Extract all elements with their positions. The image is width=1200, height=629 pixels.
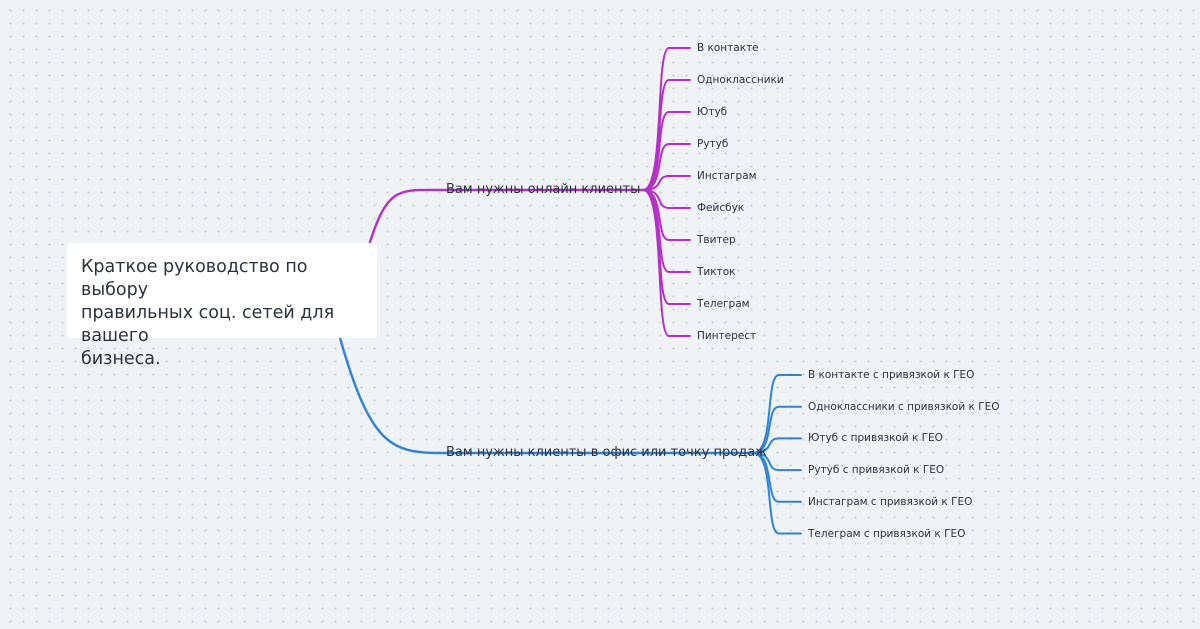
leaf-connector [752, 452, 802, 535]
leaf-topic[interactable]: Фейсбук [697, 202, 745, 214]
root-topic-line-3: бизнеса. [81, 349, 161, 369]
leaf-topic[interactable]: Твитер [697, 234, 736, 246]
leaf-connector [642, 111, 691, 191]
branch-online-clients[interactable]: Вам нужны онлайн клиенты [446, 182, 641, 197]
root-topic-line-2: правильных соц. сетей для вашего [81, 303, 335, 346]
leaf-connector [752, 437, 802, 454]
leaf-topic[interactable]: Одноклассники с привязкой к ГЕО [808, 400, 1000, 413]
leaf-topic[interactable]: Телеграм [697, 298, 750, 310]
leaf-connector [642, 189, 691, 337]
leaf-topic[interactable]: В контакте [697, 42, 759, 54]
connector-root-online [368, 188, 628, 244]
connector-root-offline [338, 336, 738, 455]
leaf-topic[interactable]: Одноклассники [697, 74, 784, 86]
leaf-topic[interactable]: В контакте с привязкой к ГЕО [808, 369, 975, 381]
leaf-topic[interactable]: Рутуб с привязкой к ГЕО [808, 464, 945, 477]
leaf-connector [642, 189, 691, 273]
leaf-connector [752, 374, 802, 454]
root-topic[interactable]: Краткое руководство по выбору правильных… [67, 243, 377, 369]
leaf-connector [642, 47, 691, 191]
root-topic-line-1: Краткое руководство по выбору [81, 257, 308, 300]
leaf-connector [642, 143, 691, 191]
leaf-topic[interactable]: Инстаграм с привязкой к ГЕО [808, 495, 973, 508]
leaf-topic[interactable]: Ютуб [697, 106, 728, 118]
leaf-connector [752, 405, 802, 454]
leaf-topic[interactable]: Рутуб [697, 138, 729, 150]
leaf-connector [642, 175, 691, 191]
branch-offline-clients[interactable]: Вам нужны клиенты в офис или точку прода… [446, 445, 767, 460]
leaf-topic[interactable]: Телеграм с привязкой к ГЕО [808, 527, 966, 540]
leaf-connector [642, 79, 691, 191]
leaf-topic[interactable]: Ютуб с привязкой к ГЕО [808, 432, 943, 445]
leaf-topic[interactable]: Инстаграм [697, 170, 757, 182]
leaf-topic[interactable]: Тикток [697, 266, 736, 278]
leaf-topic[interactable]: Пинтерест [697, 330, 757, 342]
